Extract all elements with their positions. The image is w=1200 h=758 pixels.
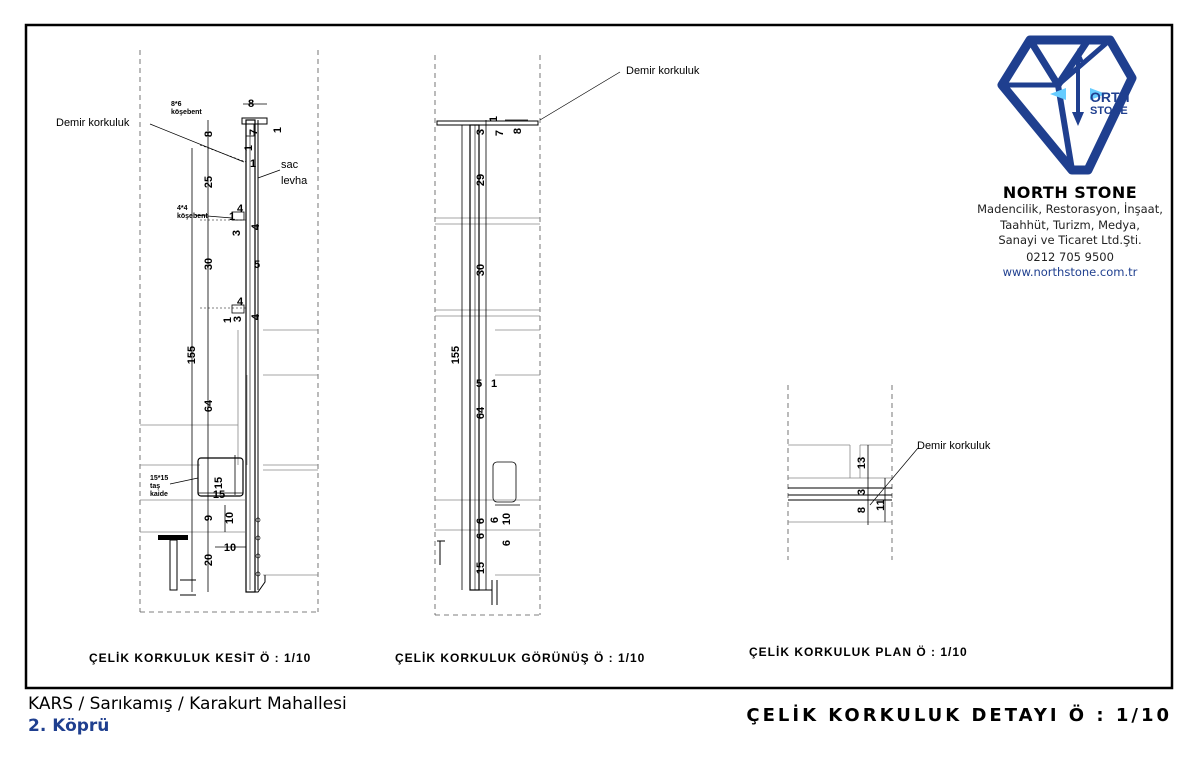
- north-stone-logo: ORTH STONE: [997, 35, 1137, 175]
- company-name: NORTH STONE: [1002, 183, 1138, 202]
- company-description: Madencilik, Restorasyon, İnşaat,: [977, 202, 1163, 216]
- elevation-view: 1 3 7 8 29 30 155 5 1 64 6 6 10 6 6 15 D…: [434, 55, 700, 616]
- location-text: KARS / Sarıkamış / Karakurt Mahallesi: [28, 694, 347, 714]
- plan-dim: 8: [856, 507, 868, 513]
- bridge-label: 2. Köprü: [28, 716, 110, 736]
- section-dim: 1: [272, 127, 284, 133]
- logo-text: STONE: [1090, 105, 1128, 117]
- base-label: 15*15: [150, 475, 168, 482]
- elevation-dim: 30: [475, 264, 487, 276]
- elevation-railing-label: Demir korkuluk: [626, 65, 700, 77]
- angle-8x6-label: köşebent: [171, 109, 202, 116]
- elevation-dim: 6: [475, 533, 487, 539]
- section-dim: 1: [250, 158, 256, 170]
- section-dim: 25: [203, 176, 215, 188]
- section-dim: 8: [248, 98, 254, 110]
- elevation-dim: 6: [489, 517, 501, 523]
- elevation-dim: 8: [512, 128, 524, 134]
- company-description: Taahhüt, Turizm, Medya,: [1000, 217, 1140, 232]
- section-dim: 4: [250, 223, 262, 230]
- section-dim: 10: [224, 512, 236, 524]
- elevation-dim: 10: [501, 513, 513, 525]
- section-dim: 4: [237, 203, 244, 215]
- section-dim: 4: [237, 296, 244, 308]
- section-dim: 15: [213, 489, 225, 501]
- section-dim: 7: [248, 129, 260, 135]
- plan-railing-label: Demir korkuluk: [917, 440, 991, 452]
- section-dim: 8: [203, 131, 215, 137]
- base-label: taş: [150, 483, 160, 490]
- section-dim: 20: [203, 554, 215, 566]
- elevation-dim: 1: [488, 116, 500, 122]
- section-dim: 9: [203, 515, 215, 521]
- plan-dim: 11: [875, 499, 887, 511]
- section-dim: 3: [231, 230, 243, 236]
- section-dim: 15: [213, 477, 225, 489]
- elevation-dim: 1: [491, 378, 497, 390]
- section-dim: 155: [186, 346, 198, 364]
- plan-caption: ÇELİK KORKULUK PLAN Ö : 1/10: [749, 644, 968, 659]
- plan-view: 13 3 8 11 Demir korkuluk: [787, 385, 991, 560]
- logo-text: ORTH: [1090, 89, 1130, 105]
- sheet-frame: [24, 23, 1174, 690]
- drawing-title: ÇELİK KORKULUK DETAYI Ö : 1/10: [746, 705, 1172, 726]
- elevation-caption: ÇELİK KORKULUK GÖRÜNÜŞ Ö : 1/10: [395, 650, 645, 665]
- angle-4x4-label: köşebent: [177, 213, 208, 220]
- angle-4x4-label: 4*4: [177, 205, 188, 212]
- company-phone: 0212 705 9500: [1026, 249, 1114, 264]
- section-caption: ÇELİK KORKULUK KESİT Ö : 1/10: [89, 650, 311, 665]
- elevation-dim: 155: [450, 346, 462, 364]
- section-dim: 64: [203, 399, 215, 412]
- company-website[interactable]: www.northstone.com.tr: [1002, 264, 1138, 279]
- elevation-dim: 6: [475, 518, 487, 524]
- elevation-dim: 5: [476, 378, 482, 390]
- base-label: kaide: [150, 491, 168, 498]
- section-dim: 4: [250, 313, 262, 320]
- elevation-dim: 6: [501, 540, 513, 546]
- elevation-dim: 7: [494, 130, 506, 136]
- elevation-dim: 15: [475, 562, 487, 574]
- elevation-dim: 3: [475, 129, 487, 135]
- section-dim: 1: [243, 145, 255, 151]
- plan-dim: 13: [856, 457, 868, 469]
- section-dim: 5: [254, 259, 260, 271]
- elevation-dim: 29: [475, 174, 487, 186]
- section-dim: 1: [229, 211, 235, 223]
- elevation-dim: 64: [475, 406, 487, 419]
- sheet-plate-label: levha: [281, 175, 308, 187]
- section-dim: 3: [232, 316, 244, 322]
- sheet-plate-label: sac: [281, 159, 299, 171]
- angle-8x6-label: 8*6: [171, 101, 182, 108]
- plan-dim: 3: [856, 489, 868, 495]
- company-info: NORTH STONE Madencilik, Restorasyon, İnş…: [965, 183, 1175, 279]
- company-description: Sanayi ve Ticaret Ltd.Şti.: [998, 233, 1142, 247]
- section-dim: 1: [222, 317, 234, 323]
- section-dim: 10: [224, 542, 236, 554]
- section-view: 8 1 7 1 8 1 25 4 1 3 4 30 5 4 1 3 4 155 …: [56, 50, 319, 613]
- project-location: KARS / Sarıkamış / Karakurt Mahallesi 2.…: [28, 693, 347, 737]
- section-dim: 30: [203, 258, 215, 270]
- section-railing-label: Demir korkuluk: [56, 117, 130, 129]
